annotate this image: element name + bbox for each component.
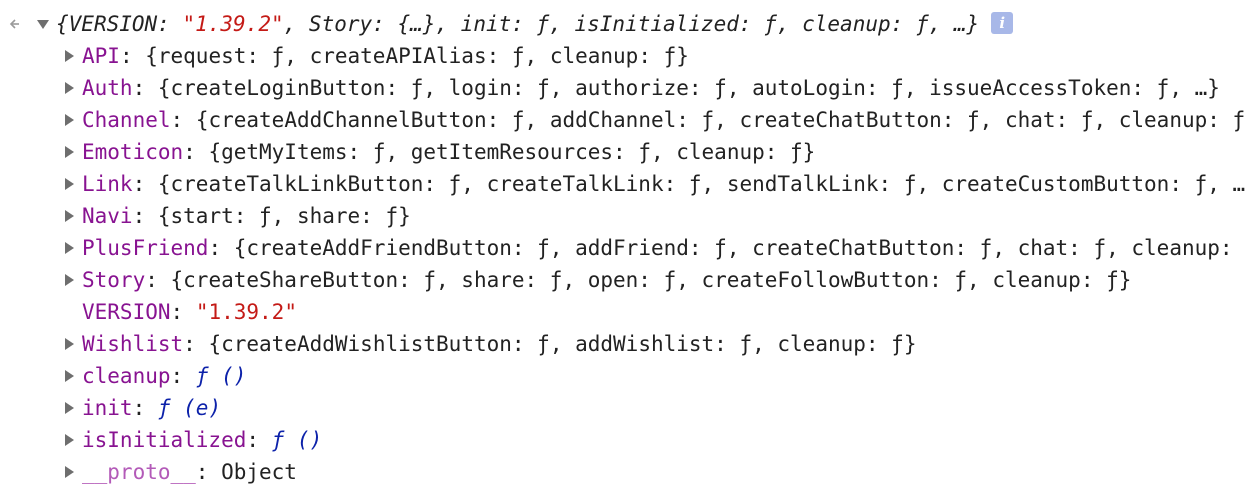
- expand-triangle-icon[interactable]: [62, 424, 76, 456]
- property-value: "1.39.2": [195, 300, 297, 324]
- property-value: {createAddWishlistButton: ƒ, addWishlist…: [208, 332, 917, 356]
- expand-triangle-icon[interactable]: [62, 328, 76, 360]
- property-key: Story: [82, 268, 146, 292]
- object-preview: {VERSION: "1.39.2", Story: {…}, init: ƒ,…: [56, 8, 1014, 40]
- property-row-cleanup[interactable]: cleanup: ƒ (): [0, 360, 1246, 392]
- collapse-triangle-icon[interactable]: [36, 8, 50, 40]
- property-row-wishlist[interactable]: Wishlist: {createAddWishlistButton: ƒ, a…: [0, 328, 1246, 360]
- property-value: ƒ (): [271, 428, 323, 452]
- property-key: Navi: [82, 204, 133, 228]
- property-row-story[interactable]: Story: {createShareButton: ƒ, share: ƒ, …: [0, 264, 1246, 296]
- expand-triangle-icon[interactable]: [62, 200, 76, 232]
- expand-triangle-icon[interactable]: [62, 232, 76, 264]
- property-row-api[interactable]: API: {request: ƒ, createAPIAlias: ƒ, cle…: [0, 40, 1246, 72]
- property-row-emoticon[interactable]: Emoticon: {getMyItems: ƒ, getItemResourc…: [0, 136, 1246, 168]
- expand-triangle-icon[interactable]: [62, 136, 76, 168]
- property-value: {createLoginButton: ƒ, login: ƒ, authori…: [157, 76, 1220, 100]
- property-key: Channel: [82, 108, 171, 132]
- property-row-channel[interactable]: Channel: {createAddChannelButton: ƒ, add…: [0, 104, 1246, 136]
- property-value: {request: ƒ, createAPIAlias: ƒ, cleanup:…: [145, 44, 689, 68]
- property-key: Wishlist: [82, 332, 184, 356]
- object-summary-row[interactable]: {VERSION: "1.39.2", Story: {…}, init: ƒ,…: [0, 8, 1246, 40]
- expand-triangle-icon[interactable]: [62, 264, 76, 296]
- property-key: Link: [82, 172, 133, 196]
- property-key: VERSION: [82, 300, 171, 324]
- property-key: init: [82, 396, 133, 420]
- property-value: {getMyItems: ƒ, getItemResources: ƒ, cle…: [208, 140, 816, 164]
- expand-triangle-icon[interactable]: [62, 360, 76, 392]
- property-row-navi[interactable]: Navi: {start: ƒ, share: ƒ}: [0, 200, 1246, 232]
- expand-triangle-icon[interactable]: [62, 40, 76, 72]
- property-row-plusfriend[interactable]: PlusFriend: {createAddFriendButton: ƒ, a…: [0, 232, 1246, 264]
- property-value: {createShareButton: ƒ, share: ƒ, open: ƒ…: [170, 268, 1132, 292]
- property-key: __proto__: [82, 460, 196, 484]
- result-arrow-icon: [6, 8, 20, 40]
- property-row-version: VERSION: "1.39.2": [82, 300, 297, 324]
- expand-triangle-icon[interactable]: [62, 456, 76, 488]
- expand-triangle-icon[interactable]: [62, 72, 76, 104]
- property-row-proto[interactable]: __proto__: Object: [0, 456, 1246, 488]
- property-key: cleanup: [82, 364, 171, 388]
- property-key: isInitialized: [82, 428, 247, 452]
- property-value: ƒ (e): [157, 396, 222, 420]
- expand-triangle-icon[interactable]: [62, 104, 76, 136]
- property-row-isinitialized[interactable]: isInitialized: ƒ (): [0, 424, 1246, 456]
- property-key: PlusFriend: [82, 236, 209, 260]
- property-row-auth[interactable]: Auth: {createLoginButton: ƒ, login: ƒ, a…: [0, 72, 1246, 104]
- property-value: ƒ (): [195, 364, 247, 388]
- property-value: {createTalkLinkButton: ƒ, createTalkLink…: [157, 172, 1246, 196]
- property-value: {start: ƒ, share: ƒ}: [157, 204, 411, 228]
- property-value: {createAddFriendButton: ƒ, addFriend: ƒ,…: [233, 236, 1246, 260]
- property-value: Object: [221, 460, 297, 484]
- property-value: {createAddChannelButton: ƒ, addChannel: …: [195, 108, 1246, 132]
- property-key: Auth: [82, 76, 133, 100]
- info-icon[interactable]: i: [991, 12, 1014, 34]
- property-row-link[interactable]: Link: {createTalkLinkButton: ƒ, createTa…: [0, 168, 1246, 200]
- property-key: API: [82, 44, 120, 68]
- expand-triangle-icon[interactable]: [62, 168, 76, 200]
- property-key: Emoticon: [82, 140, 184, 164]
- property-row-init[interactable]: init: ƒ (e): [0, 392, 1246, 424]
- expand-triangle-icon[interactable]: [62, 392, 76, 424]
